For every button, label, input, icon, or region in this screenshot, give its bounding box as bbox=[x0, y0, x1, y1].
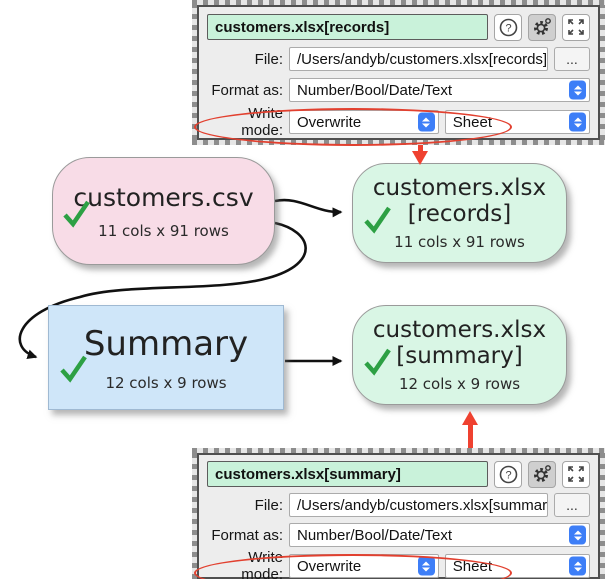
browse-button[interactable]: ... bbox=[554, 493, 590, 517]
dropdown-stepper-icon bbox=[569, 80, 586, 100]
node-title-line1: customers.xlsx bbox=[372, 316, 547, 343]
node-title: customers.csv bbox=[73, 182, 254, 212]
node-customers-xlsx-summary[interactable]: customers.xlsx [summary] 12 cols x 9 row… bbox=[352, 305, 567, 405]
node-title-input[interactable]: customers.xlsx[records] bbox=[207, 14, 488, 40]
help-icon: ? bbox=[499, 18, 517, 36]
write-mode-value: Overwrite bbox=[297, 557, 362, 575]
help-button[interactable]: ? bbox=[494, 460, 522, 488]
format-as-value: Number/Bool/Date/Text bbox=[297, 526, 453, 544]
torn-edge bbox=[192, 0, 605, 5]
help-button[interactable]: ? bbox=[494, 13, 522, 41]
output-panel-summary: customers.xlsx[summary] ? bbox=[192, 448, 605, 579]
write-mode-value: Overwrite bbox=[297, 113, 362, 131]
settings-button[interactable] bbox=[528, 13, 556, 41]
format-as-label: Format as: bbox=[211, 526, 283, 544]
sheet-mode-select[interactable]: Sheet bbox=[444, 110, 590, 134]
check-icon bbox=[364, 206, 391, 234]
format-as-select[interactable]: Number/Bool/Date/Text bbox=[289, 78, 590, 102]
format-as-value: Number/Bool/Date/Text bbox=[297, 81, 453, 99]
file-label: File: bbox=[254, 50, 283, 68]
torn-edge bbox=[600, 5, 605, 140]
node-stats: 12 cols x 9 rows bbox=[398, 375, 521, 394]
gear-icon bbox=[534, 18, 551, 35]
gear-icon bbox=[534, 465, 551, 482]
torn-edge bbox=[192, 140, 605, 145]
file-path-input[interactable]: /Users/andyb/customers.xlsx[records] bbox=[289, 47, 548, 71]
dropdown-stepper-icon bbox=[417, 112, 435, 132]
check-icon bbox=[60, 355, 87, 383]
sheet-mode-value: Sheet bbox=[452, 113, 492, 131]
torn-edge bbox=[192, 453, 197, 579]
node-customers-csv[interactable]: customers.csv 11 cols x 91 rows bbox=[52, 157, 275, 265]
node-title-line2: [summary] bbox=[396, 343, 523, 369]
dropdown-stepper-icon bbox=[569, 112, 586, 132]
expand-icon bbox=[568, 466, 584, 482]
dropdown-stepper-icon bbox=[417, 556, 435, 576]
node-stats: 11 cols x 91 rows bbox=[394, 233, 525, 252]
node-customers-xlsx-records[interactable]: customers.xlsx [records] 11 cols x 91 ro… bbox=[352, 163, 567, 263]
node-title-line1: customers.xlsx bbox=[372, 174, 547, 201]
svg-text:?: ? bbox=[505, 469, 511, 481]
format-as-select[interactable]: Number/Bool/Date/Text bbox=[289, 523, 590, 547]
help-icon: ? bbox=[499, 465, 517, 483]
check-icon bbox=[63, 200, 90, 228]
dropdown-stepper-icon bbox=[569, 525, 586, 545]
file-label: File: bbox=[254, 496, 283, 514]
expand-button[interactable] bbox=[562, 13, 590, 41]
write-mode-label: Write mode: bbox=[241, 105, 283, 139]
check-icon bbox=[364, 348, 391, 376]
file-path-input[interactable]: /Users/andyb/customers.xlsx[summary] bbox=[289, 493, 548, 517]
torn-edge bbox=[192, 448, 605, 453]
sheet-mode-select[interactable]: Sheet bbox=[444, 554, 590, 578]
edge-csv-to-records bbox=[274, 198, 343, 218]
write-mode-select[interactable]: Overwrite bbox=[289, 110, 439, 134]
expand-icon bbox=[568, 19, 584, 35]
output-panel-records: customers.xlsx[records] ? bbox=[192, 0, 605, 146]
expand-button[interactable] bbox=[562, 460, 590, 488]
dropdown-stepper-icon bbox=[569, 556, 586, 576]
torn-edge bbox=[600, 453, 605, 579]
format-as-label: Format as: bbox=[211, 81, 283, 99]
node-stats: 12 cols x 9 rows bbox=[105, 373, 227, 392]
sheet-mode-value: Sheet bbox=[452, 557, 492, 575]
svg-text:?: ? bbox=[505, 22, 511, 34]
torn-edge bbox=[192, 5, 197, 140]
node-stats: 11 cols x 91 rows bbox=[98, 221, 229, 240]
node-summary[interactable]: Summary 12 cols x 9 rows bbox=[48, 305, 284, 410]
node-title-input[interactable]: customers.xlsx[summary] bbox=[207, 461, 488, 487]
write-mode-label: Write mode: bbox=[241, 549, 283, 579]
write-mode-select[interactable]: Overwrite bbox=[289, 554, 439, 578]
node-title: Summary bbox=[83, 323, 249, 364]
settings-button[interactable] bbox=[528, 460, 556, 488]
browse-button[interactable]: ... bbox=[554, 47, 590, 71]
red-arrow-up bbox=[462, 411, 478, 455]
node-title-line2: [records] bbox=[407, 201, 512, 227]
